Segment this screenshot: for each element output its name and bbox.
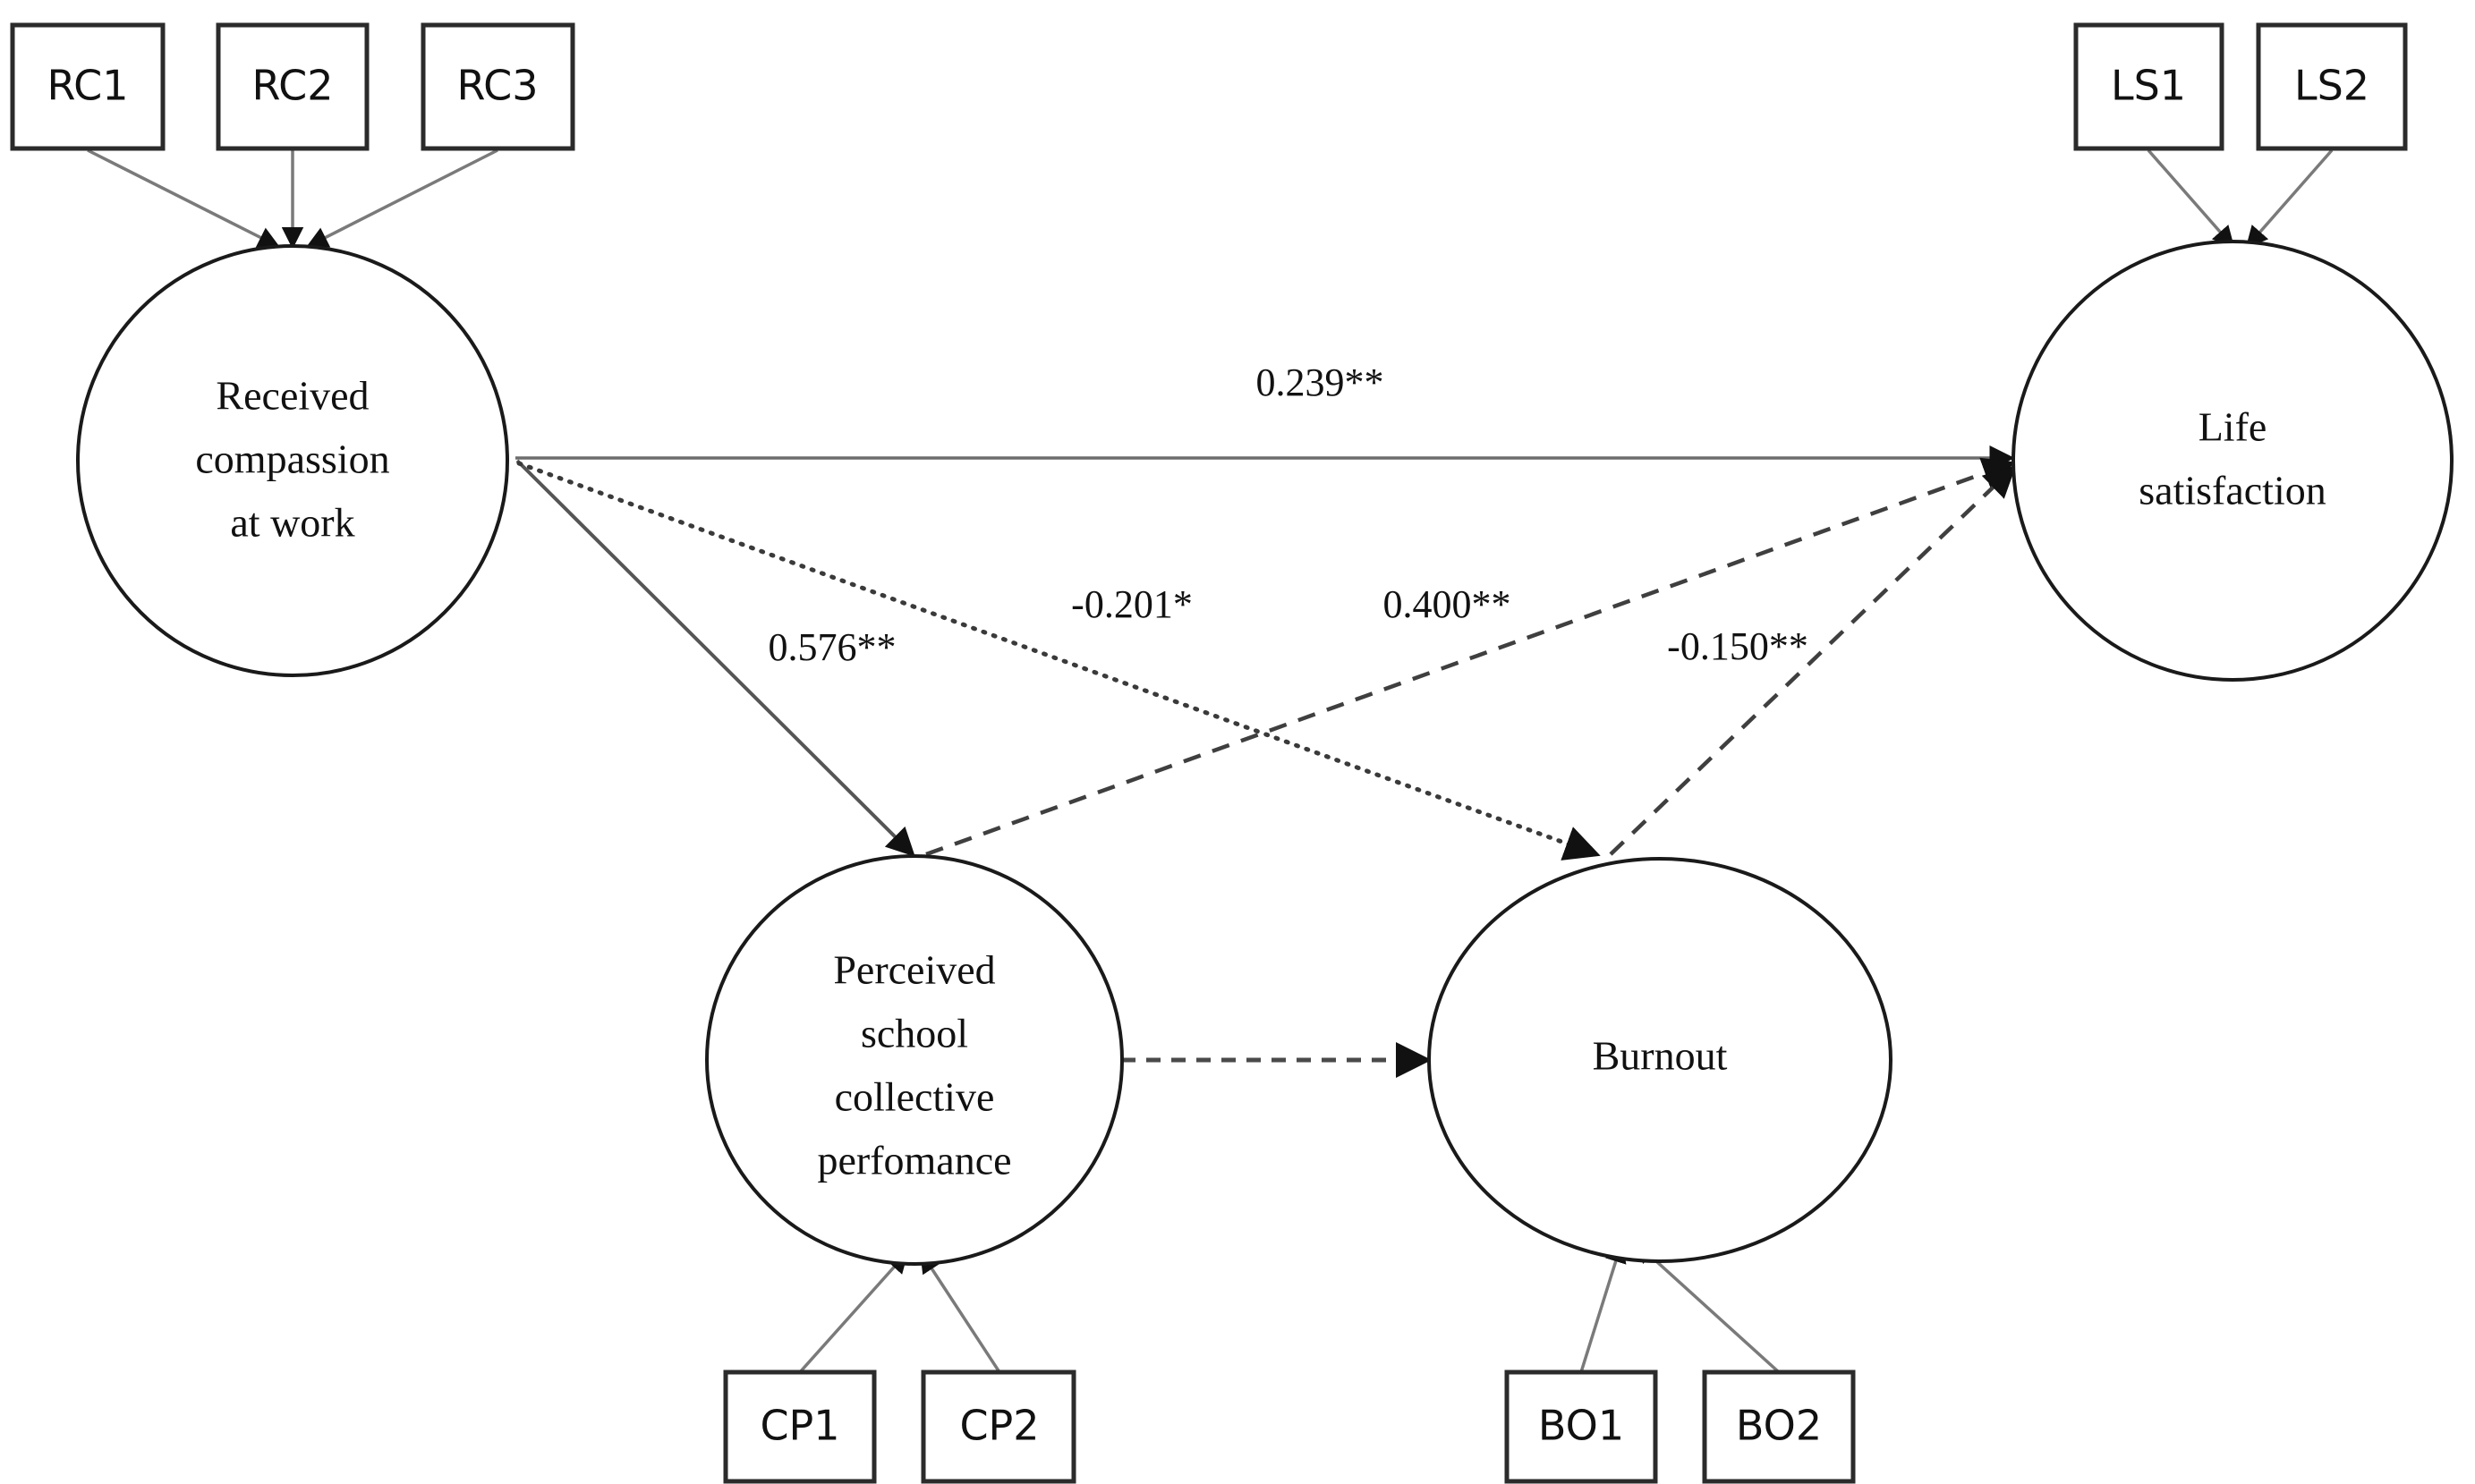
- coefficient-label-rcw-burnout: -0.201*: [1071, 582, 1193, 626]
- coefficient-label-burnout-ls: -0.150**: [1667, 624, 1808, 668]
- indicator-label-rc1: RC1: [47, 62, 128, 110]
- indicator-label-cp1: CP1: [760, 1402, 839, 1450]
- latent-ellipse-burnout: [1427, 857, 1892, 1263]
- path-rcw-to-burnout: [516, 461, 1601, 861]
- latent-label-pscp-line2: school: [861, 1011, 968, 1056]
- indicator-node-bo1[interactable]: BO1: [1504, 1370, 1658, 1484]
- latent-label-rcw-line1: Received: [216, 373, 369, 419]
- indicator-box-rc1: [10, 22, 166, 151]
- latent-label-pscp-line3: collective: [835, 1074, 995, 1120]
- loading-edge-cp1: [798, 1251, 909, 1374]
- indicator-label-bo1: BO1: [1538, 1402, 1624, 1450]
- indicator-label-ls2: LS2: [2294, 62, 2369, 110]
- indicator-label-rc2: RC2: [251, 62, 333, 110]
- path-pscp-to-ls: [925, 457, 2016, 857]
- indicator-box-ls1: [2073, 22, 2224, 151]
- latent-label-rcw-line2: compassion: [195, 437, 389, 482]
- path-rcw-to-pscp: [515, 459, 915, 857]
- loading-edge-bo2: [1634, 1241, 1781, 1374]
- coefficient-labels: 0.239** 0.576** -0.201* 0.400** -0.150**: [769, 360, 1808, 669]
- latent-node-burnout[interactable]: Burnout: [1427, 857, 1892, 1263]
- indicator-node-rc1[interactable]: RC1: [10, 22, 166, 151]
- latent-label-pscp-line4: perfomance: [817, 1138, 1011, 1183]
- indicator-box-ls2: [2256, 22, 2408, 151]
- indicator-box-rc2: [216, 22, 370, 151]
- latent-node-perceived-school-collective-performance[interactable]: Perceived school collective perfomance: [705, 854, 1124, 1266]
- indicator-node-rc3[interactable]: RC3: [421, 22, 575, 151]
- indicator-label-ls1: LS1: [2111, 62, 2186, 110]
- structural-edges: [515, 445, 2017, 1078]
- latent-node-received-compassion-at-work[interactable]: Received compassion at work: [76, 244, 509, 677]
- indicator-label-bo2: BO2: [1736, 1402, 1822, 1450]
- latent-label-ls-line1: Life: [2199, 404, 2267, 450]
- latent-label-ls-line2: satisfaction: [2139, 468, 2326, 513]
- loading-edge-ls1: [2147, 148, 2235, 249]
- indicator-box-rc3: [421, 22, 575, 151]
- loading-edge-cp2: [920, 1251, 1001, 1373]
- indicator-box-cp1: [723, 1370, 877, 1484]
- path-burnout-to-ls: [1609, 464, 2017, 856]
- indicator-node-cp2[interactable]: CP2: [921, 1370, 1076, 1484]
- latent-label-rcw-line3: at work: [230, 500, 354, 546]
- indicator-node-bo2[interactable]: BO2: [1702, 1370, 1856, 1484]
- loading-edge-bo1: [1579, 1240, 1627, 1373]
- indicator-box-bo2: [1702, 1370, 1856, 1484]
- indicator-label-cp2: CP2: [959, 1402, 1039, 1450]
- indicator-box-cp2: [921, 1370, 1076, 1484]
- indicator-box-bo1: [1504, 1370, 1658, 1484]
- coefficient-label-rcw-pscp: 0.576**: [769, 625, 897, 669]
- loading-edge-rc3: [305, 148, 498, 248]
- latent-label-burnout: Burnout: [1593, 1033, 1728, 1079]
- latent-node-life-satisfaction[interactable]: Life satisfaction: [2011, 240, 2454, 682]
- indicator-node-ls1[interactable]: LS1: [2073, 22, 2224, 151]
- indicator-node-cp1[interactable]: CP1: [723, 1370, 877, 1484]
- indicator-node-ls2[interactable]: LS2: [2256, 22, 2408, 151]
- latent-circle-ls: [2011, 240, 2454, 682]
- coefficient-label-rcw-ls: 0.239**: [1256, 360, 1384, 404]
- loading-edges: [87, 148, 2334, 1374]
- indicator-label-rc3: RC3: [456, 62, 538, 110]
- loading-edge-rc1: [87, 148, 281, 248]
- loading-edge-ls2: [2245, 148, 2334, 249]
- latent-ellipse-pscp: [705, 854, 1124, 1266]
- latent-label-pscp-line1: Perceived: [833, 947, 995, 993]
- coefficient-label-pscp-ls: 0.400**: [1383, 582, 1511, 626]
- indicator-node-rc2[interactable]: RC2: [216, 22, 370, 151]
- latent-circle-rcw: [76, 244, 509, 677]
